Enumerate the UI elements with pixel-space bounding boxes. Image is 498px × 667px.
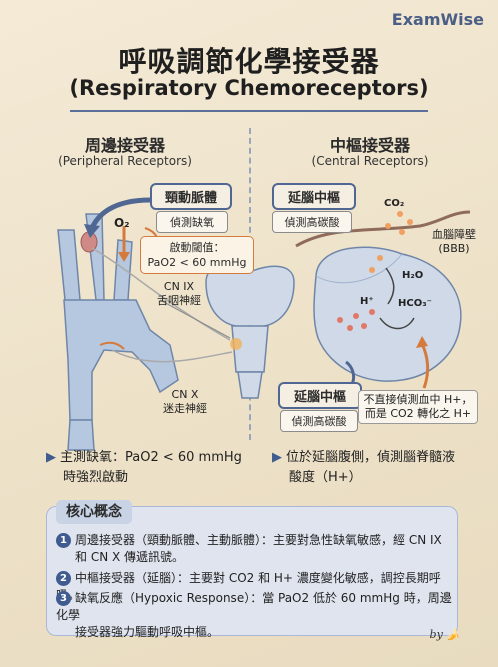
signature-text: by	[429, 628, 443, 641]
central-bullet: ▶ 位於延腦腹側，偵測腦脊髓液 酸度（H+）	[272, 448, 482, 488]
medulla-tag-bottom: 延腦中樞	[278, 382, 362, 409]
indirect-line2: 而是 CO2 轉化之 H+	[364, 407, 472, 420]
central-title: 中樞接受器	[329, 136, 410, 155]
carotid-note: 偵測缺氧	[156, 211, 228, 233]
h2o-label: H₂O	[402, 270, 424, 281]
cn10-label-line1: CN X	[171, 388, 199, 401]
peripheral-bullet: ▶ 主測缺氧：PaO2 < 60 mmHg 時強烈啟動	[46, 448, 246, 488]
peripheral-title: 周邊接受器	[84, 136, 165, 155]
bbb-label-line1: 血腦障壁	[432, 228, 476, 241]
bullet-icon: ▶	[272, 450, 282, 465]
central-bullet-line1: 位於延腦腹側，偵測腦脊髓液	[286, 450, 456, 465]
peripheral-bullet-line1: 主測缺氧：PaO2 < 60 mmHg	[60, 450, 242, 465]
cn9-label-line1: CN IX	[163, 280, 195, 293]
brand-logo: ExamWise	[391, 10, 484, 29]
core-item-1-line2: 和 CN X 傳遞訊號。	[75, 550, 185, 564]
cn9-label-line2: 舌咽神經	[157, 294, 201, 307]
threshold-line1: 啟動閾值：	[169, 241, 225, 254]
signature: by 🍌	[430, 628, 460, 641]
number-badge: 1	[56, 533, 71, 548]
peripheral-subtitle: (Peripheral Receptors)	[58, 154, 192, 168]
page-subtitle: (Respiratory Chemoreceptors)	[69, 76, 429, 100]
co2-label: CO₂	[384, 198, 405, 209]
cn9-nerve-line	[91, 247, 231, 341]
signal-glow	[230, 338, 242, 350]
cn10-label: CN X 迷走神經	[150, 388, 220, 416]
h-ion-label: H⁺	[360, 296, 374, 307]
bullet-icon: ▶	[46, 450, 56, 465]
cn10-label-line2: 迷走神經	[163, 402, 207, 415]
core-concepts-box	[46, 506, 458, 636]
co2-dots	[369, 211, 413, 273]
peripheral-bullet-line2: 時強烈啟動	[63, 470, 129, 485]
bbb-label: 血腦障壁 (BBB)	[418, 228, 490, 256]
banana-icon: 🍌	[446, 628, 460, 641]
page-title: 呼吸調節化學接受器	[118, 45, 380, 78]
threshold-box: 啟動閾值： PaO2 < 60 mmHg	[140, 236, 254, 274]
cn9-label: CN IX 舌咽神經	[144, 280, 214, 308]
number-badge: 2	[56, 571, 71, 586]
o2-label: O₂	[114, 216, 130, 230]
core-item-1: 1 周邊接受器（頸動脈體、主動脈體）：主要對急性缺氧敏感，經 CN IX 和 CN…	[56, 532, 454, 566]
central-subtitle: (Central Receptors)	[311, 154, 429, 168]
threshold-line2: PaO2 < 60 mmHg	[147, 256, 247, 269]
carotid-pointer-arrow	[89, 197, 151, 230]
hco3-label: HCO₃⁻	[398, 298, 432, 309]
aortic-body-mark	[99, 341, 125, 350]
medulla-cross-section	[313, 246, 462, 382]
medulla-note-bottom: 偵測高碳酸	[280, 410, 358, 432]
indirect-pointer-arrow	[420, 343, 430, 389]
core-item-3-line1: 缺氧反應（Hypoxic Response）：當 PaO2 低於 60 mmHg…	[56, 591, 452, 622]
core-item-1-line1: 周邊接受器（頸動脈體、主動脈體）：主要對急性缺氧敏感，經 CN IX	[75, 533, 442, 547]
number-badge: 3	[56, 591, 71, 606]
carotid-body-tag: 頸動脈體	[150, 183, 232, 210]
bbb-vessel	[295, 210, 471, 248]
cn10-nerve-line	[111, 349, 233, 363]
brainstem-drawing	[205, 265, 295, 399]
core-item-3-line2: 接受器強力驅動呼吸中樞。	[75, 625, 220, 639]
indirect-detection-note: 不直接偵測血中 H+， 而是 CO2 轉化之 H+	[358, 390, 478, 424]
h-ion-dots	[337, 309, 375, 331]
central-bullet-line2: 酸度（H+）	[289, 470, 362, 485]
core-concepts-title: 核心概念	[56, 500, 132, 524]
medulla-note-top: 偵測高碳酸	[272, 211, 352, 233]
medulla-tag-top: 延腦中樞	[272, 183, 356, 210]
indirect-line1: 不直接偵測血中 H+，	[363, 393, 473, 406]
title-rule	[70, 110, 428, 112]
bbb-label-line2: (BBB)	[438, 242, 470, 255]
